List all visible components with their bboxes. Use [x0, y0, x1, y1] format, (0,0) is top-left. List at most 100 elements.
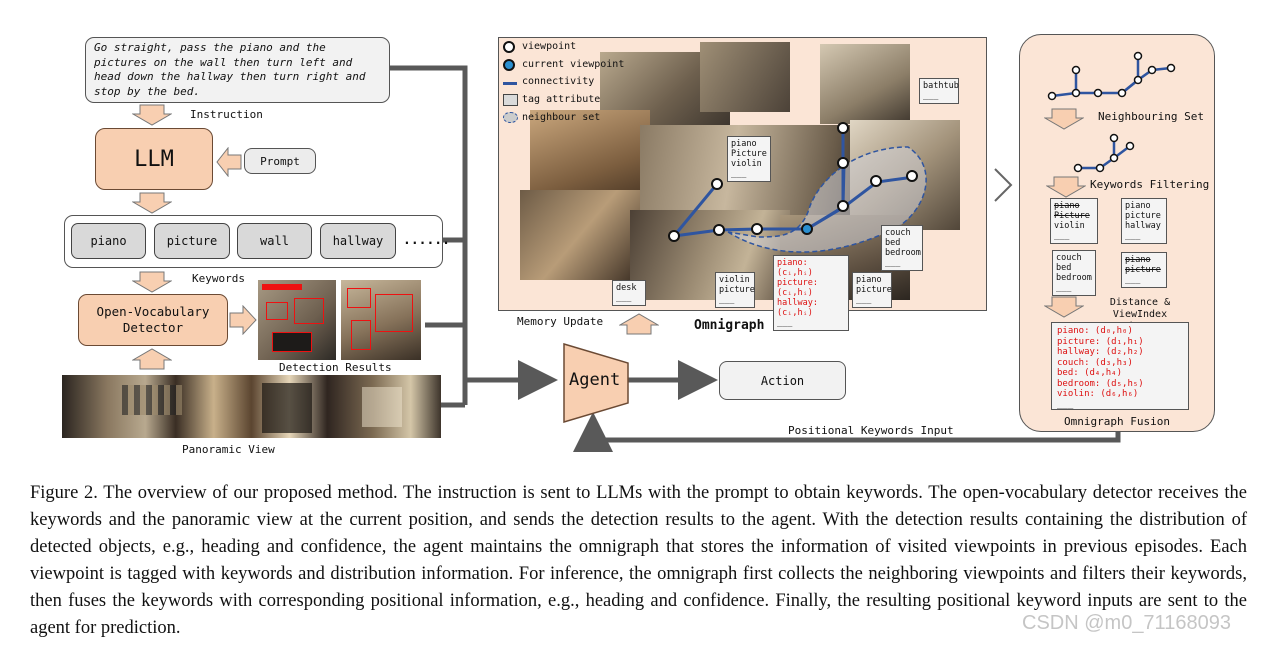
llm-label: LLM — [134, 146, 174, 172]
tag-text: bed — [1056, 263, 1072, 273]
fusion-line: hallway: (d₂,h₂) — [1057, 347, 1144, 357]
action-label: Action — [760, 373, 805, 388]
legend-current-viewpoint: current viewpoint — [522, 59, 625, 70]
tag-text: picture: (cᵢ,hᵢ) — [777, 278, 818, 298]
prompt-label: Prompt — [260, 154, 300, 168]
up-arrow-icon — [132, 348, 172, 370]
fusion-line: piano: (d₀,h₀) — [1057, 326, 1133, 336]
tag-text: desk — [616, 283, 637, 293]
tag-text: Picture — [1054, 211, 1090, 221]
tag-current-viewpoint: piano: (cᵢ,hᵢ) picture: (cᵢ,hᵢ) hallway:… — [773, 255, 849, 331]
detector-box: Open-Vocabulary Detector — [78, 294, 228, 346]
tag-desk: desk ___ — [612, 280, 646, 306]
tag-text: picture — [719, 285, 755, 295]
keyword-ellipsis: ...... — [403, 233, 450, 248]
tag-text: Picture — [731, 149, 767, 159]
tag-text: ___ — [1054, 231, 1070, 241]
detection-results-label: Detection Results — [279, 361, 392, 374]
down-arrow-icon — [1046, 176, 1086, 198]
fusion-line: violin: (d₆,h₆) — [1057, 389, 1139, 399]
keyword-hallway: hallway — [320, 223, 396, 259]
fusion-line: picture: (d₁,h₁) — [1057, 336, 1144, 347]
tag-text: piano: (cᵢ,hᵢ) — [777, 258, 813, 278]
detection-image-2 — [341, 280, 421, 360]
tag-text: ___ — [731, 169, 747, 179]
tag-text: bathtub — [923, 81, 959, 91]
keyword-piano: piano — [71, 223, 146, 259]
legend-neighbour-set: neighbour set — [522, 112, 601, 123]
down-arrow-icon — [132, 271, 172, 293]
fusion-line: couch: (d₃,h₃) — [1057, 357, 1133, 368]
keyword-wall: wall — [237, 223, 312, 259]
action-box: Action — [719, 361, 846, 400]
tag-text: violin — [731, 159, 762, 169]
detection-image-1 — [258, 280, 336, 360]
watermark: CSDN @m0_71168093 — [1022, 612, 1231, 635]
tag-text: piano — [1054, 201, 1080, 211]
tag-text: bed — [885, 238, 901, 248]
tag-text: hallway — [1125, 221, 1161, 231]
legend: viewpoint current viewpoint connectivity… — [503, 41, 625, 129]
tag-text: couch — [1056, 253, 1082, 263]
down-arrow-icon — [132, 104, 172, 126]
tag-piano-picture: piano picture ___ — [852, 272, 892, 308]
tag-text: ___ — [856, 295, 872, 305]
viewpoint-node — [713, 224, 725, 236]
tag-text: ___ — [1056, 283, 1072, 293]
tag-text: piano — [731, 139, 757, 149]
keywords-filtering-label: Keywords Filtering — [1090, 178, 1210, 191]
tag-text: picture — [1125, 211, 1161, 221]
tag-text: hallway: (cᵢ,hᵢ) — [777, 298, 818, 318]
down-arrow-icon — [1044, 296, 1084, 318]
instruction-box: Go straight, pass the piano and the pict… — [85, 37, 390, 103]
caption-text: Figure 2. The overview of our proposed m… — [30, 483, 1247, 638]
agent-shape — [563, 343, 629, 423]
panoramic-image — [62, 375, 441, 438]
down-arrow-icon — [132, 192, 172, 214]
tag-text: ___ — [616, 293, 632, 303]
tag-text: piano — [1125, 255, 1151, 265]
filter-tag-2: piano picture hallway ___ — [1121, 198, 1167, 244]
keyword-picture: picture — [154, 223, 230, 259]
tag-text: violin — [1054, 221, 1085, 231]
agent-label: Agent — [569, 370, 621, 390]
viewpoint-node — [711, 178, 723, 190]
tag-text: piano — [1125, 201, 1151, 211]
fusion-line: bedroom: (d₅,h₅) — [1057, 378, 1144, 389]
detector-label: Open-Vocabulary Detector — [96, 304, 210, 335]
memory-update-label: Memory Update — [517, 315, 604, 328]
neighbour-subgraph — [1073, 133, 1135, 173]
legend-viewpoint: viewpoint — [522, 41, 577, 52]
filter-tag-1: piano Picture violin ___ — [1050, 198, 1098, 244]
viewpoint-node — [906, 170, 918, 182]
instruction-text: Go straight, pass the piano and the pict… — [94, 41, 366, 98]
tag-text: picture — [856, 285, 892, 295]
down-arrow-icon — [1044, 108, 1084, 130]
legend-connectivity: connectivity — [522, 76, 595, 87]
tag-text: ___ — [1125, 231, 1141, 241]
legend-tag-attribute: tag attribute — [522, 94, 601, 105]
watermark-text: CSDN @m0_71168093 — [1022, 612, 1231, 634]
positional-input-label: Positional Keywords Input — [788, 424, 954, 437]
instruction-label: Instruction — [190, 108, 263, 121]
prompt-box: Prompt — [244, 148, 316, 174]
omnigraph-label: Omnigraph — [694, 318, 765, 333]
keywords-label: Keywords — [192, 272, 245, 285]
panoramic-label: Panoramic View — [182, 443, 275, 456]
tag-text: ___ — [1125, 275, 1141, 285]
viewpoint-node — [837, 200, 849, 212]
filter-tag-3: couch bed bedroom ___ — [1052, 250, 1096, 296]
tag-text: violin — [719, 275, 750, 285]
tag-violin-picture: violin picture ___ — [715, 272, 755, 308]
tag-text: ___ — [777, 318, 793, 328]
viewpoint-node — [837, 122, 849, 134]
tag-bathtub: bathtub ___ — [919, 78, 959, 104]
tag-text: bedroom — [1056, 273, 1092, 283]
up-arrow-icon — [619, 313, 659, 335]
tag-text: couch — [885, 228, 911, 238]
left-arrow-icon — [216, 147, 242, 177]
tag-text: ___ — [885, 258, 901, 268]
tag-text: picture — [1125, 265, 1161, 275]
filter-tag-4: piano picture ___ — [1121, 252, 1167, 288]
